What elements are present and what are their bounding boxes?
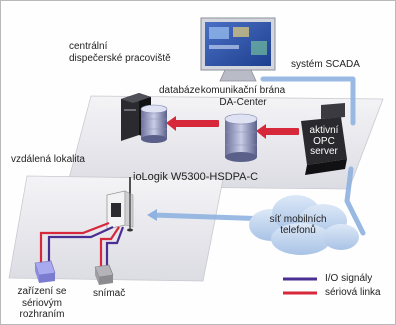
mobile-network-cloud: [249, 195, 359, 255]
label-gateway-line2: DA-Center: [219, 96, 267, 108]
remote-platform: [8, 175, 224, 282]
gateway-cylinder: [224, 113, 258, 162]
flow-arrowhead-to-device: [147, 209, 157, 221]
label-device-model: ioLogik W5300-HSDPA-C: [133, 171, 259, 183]
label-serial-device: zařízení se sériovým rozhraním: [7, 286, 77, 321]
label-scada: systém SCADA: [291, 59, 360, 70]
workstation-monitor: [200, 17, 276, 82]
legend: [283, 277, 317, 295]
label-remote-site: vzdálená lokalita: [11, 154, 85, 165]
label-central-line2: dispečerské pracoviště: [69, 52, 171, 64]
database-cylinder: [140, 104, 168, 143]
label-network-line2: telefonů: [280, 224, 316, 236]
legend-io-label: I/O signály: [325, 273, 373, 284]
label-central-line1: centrální: [69, 41, 108, 52]
legend-serial-label: sériová linka: [325, 287, 381, 298]
data-flow-path: [150, 76, 366, 236]
sensor-box: [94, 264, 114, 285]
serial-device-box: [34, 260, 56, 283]
label-opc-line1: aktivní: [309, 125, 339, 136]
label-gateway: komunikační brána DA-Center: [197, 85, 289, 108]
iologik-device: [106, 177, 134, 232]
device-wires: [39, 221, 125, 267]
label-serial-line3: rozhraním: [19, 309, 65, 320]
label-sensor: snímač: [93, 288, 126, 299]
label-opc-server: aktivní OPC server: [303, 125, 345, 158]
label-central-workstations: centrální dispečerské pracoviště: [69, 41, 171, 64]
label-database: databáze: [159, 85, 201, 96]
label-mobile-network: síť mobilních telefonů: [266, 214, 330, 236]
label-serial-line2: sériovým: [21, 297, 62, 309]
label-gateway-line1: komunikační brána: [200, 85, 286, 96]
label-serial-line1: zařízení se: [17, 286, 67, 297]
serial-flow-arrows: [166, 116, 299, 139]
opc-server-box: [301, 103, 347, 175]
label-opc-line3: server: [310, 146, 338, 157]
label-network-line1: síť mobilních: [269, 214, 327, 225]
label-opc-line2: OPC: [313, 135, 335, 147]
